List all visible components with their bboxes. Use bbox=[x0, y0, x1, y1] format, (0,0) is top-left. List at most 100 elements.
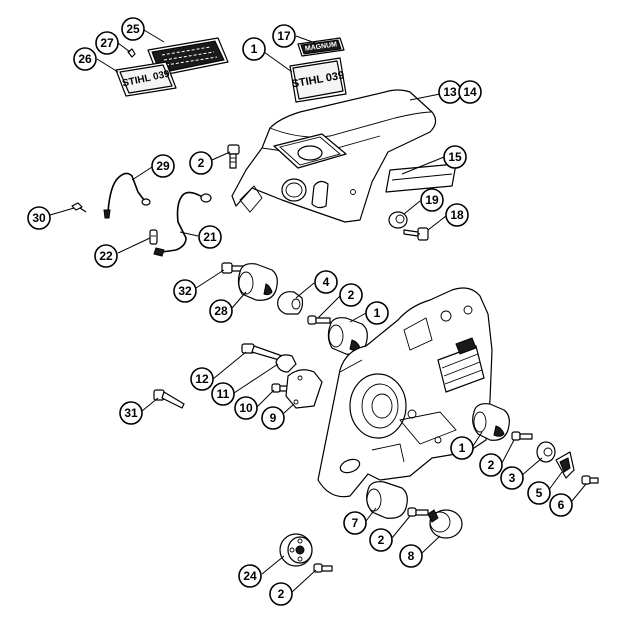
svg-text:25: 25 bbox=[126, 22, 140, 36]
svg-text:13: 13 bbox=[443, 85, 457, 99]
plug-cap bbox=[427, 509, 463, 539]
svg-text:24: 24 bbox=[243, 569, 257, 583]
callout-32: 32 bbox=[173, 279, 197, 303]
svg-text:9: 9 bbox=[270, 411, 277, 425]
annular-buffer-top bbox=[237, 263, 278, 301]
callout-31: 31 bbox=[119, 401, 143, 425]
plate-pin bbox=[127, 48, 136, 58]
buffer-stop-right bbox=[555, 451, 575, 479]
callout-25: 25 bbox=[121, 17, 145, 41]
callout-29: 29 bbox=[151, 154, 175, 178]
sleeve-and-screw bbox=[388, 211, 429, 241]
housing-screw-lower bbox=[153, 389, 185, 409]
magnum-plate: MAGNUM bbox=[297, 37, 345, 57]
ignition-lead bbox=[153, 191, 212, 257]
annular-buffer-lower bbox=[366, 481, 408, 519]
svg-text:12: 12 bbox=[195, 372, 209, 386]
annular-buffer-mid bbox=[327, 317, 368, 355]
svg-text:18: 18 bbox=[450, 208, 464, 222]
svg-text:31: 31 bbox=[124, 406, 138, 420]
retaining-clip bbox=[275, 354, 297, 373]
callout-4: 4 bbox=[314, 270, 338, 294]
cover-strip bbox=[385, 163, 457, 193]
svg-text:17: 17 bbox=[277, 29, 291, 43]
callout-10: 10 bbox=[234, 396, 258, 420]
svg-text:2: 2 bbox=[278, 587, 285, 601]
model-plate-left: STIHL 039 bbox=[115, 61, 177, 97]
cover-screw-bottom bbox=[313, 563, 333, 573]
svg-text:1: 1 bbox=[459, 441, 466, 455]
wire-screw-small bbox=[71, 202, 87, 213]
callout-3: 3 bbox=[500, 466, 524, 490]
annular-buffer-right bbox=[472, 403, 510, 441]
callout-2-plug-screw: 2 bbox=[369, 528, 393, 552]
model-plate-top: STIHL 039 bbox=[289, 57, 347, 103]
shroud-cover bbox=[231, 89, 437, 223]
callout-22: 22 bbox=[94, 244, 118, 268]
svg-text:11: 11 bbox=[217, 387, 230, 401]
svg-text:4: 4 bbox=[323, 275, 330, 289]
svg-text:2: 2 bbox=[198, 156, 205, 170]
svg-text:2: 2 bbox=[378, 533, 385, 547]
cover-plate-screw bbox=[271, 383, 289, 393]
svg-text:28: 28 bbox=[214, 304, 228, 318]
svg-text:2: 2 bbox=[348, 288, 355, 302]
svg-text:6: 6 bbox=[558, 498, 565, 512]
svg-text:14: 14 bbox=[463, 85, 477, 99]
callout-14: 14 bbox=[458, 80, 482, 104]
callout-1-buffer-mid: 1 bbox=[365, 301, 389, 325]
lead-contact bbox=[149, 229, 158, 245]
callout-19: 19 bbox=[420, 188, 444, 212]
svg-text:29: 29 bbox=[156, 159, 170, 173]
svg-text:15: 15 bbox=[448, 150, 462, 164]
callout-9: 9 bbox=[261, 406, 285, 430]
svg-text:26: 26 bbox=[78, 52, 92, 66]
svg-text:21: 21 bbox=[203, 230, 217, 244]
cover-screw bbox=[227, 144, 240, 169]
svg-text:27: 27 bbox=[100, 36, 114, 50]
callout-21: 21 bbox=[198, 225, 222, 249]
svg-text:30: 30 bbox=[32, 211, 46, 225]
svg-text:5: 5 bbox=[536, 486, 543, 500]
stop-screw bbox=[581, 475, 599, 485]
callout-28: 28 bbox=[209, 299, 233, 323]
svg-text:10: 10 bbox=[239, 401, 253, 415]
buffer-screw-top bbox=[221, 262, 245, 274]
callout-2-buffer-screw: 2 bbox=[339, 283, 363, 307]
buffer-stop bbox=[277, 291, 304, 315]
svg-text:1: 1 bbox=[251, 42, 258, 56]
svg-text:3: 3 bbox=[509, 471, 516, 485]
callout-27: 27 bbox=[95, 31, 119, 55]
callout-30: 30 bbox=[27, 206, 51, 230]
svg-text:1: 1 bbox=[374, 306, 381, 320]
callout-26: 26 bbox=[73, 47, 97, 71]
svg-text:19: 19 bbox=[425, 193, 439, 207]
plug-screw bbox=[407, 507, 429, 517]
buffer-screw-right bbox=[511, 431, 533, 441]
callout-5: 5 bbox=[527, 481, 551, 505]
magnum-plate-text: MAGNUM bbox=[305, 41, 338, 52]
callout-15: 15 bbox=[443, 145, 467, 169]
callout-2-cover-screw: 2 bbox=[189, 151, 213, 175]
svg-text:32: 32 bbox=[178, 284, 192, 298]
buffer-washer bbox=[536, 441, 556, 463]
ground-wire-short bbox=[103, 172, 151, 219]
callout-1-buffer-right: 1 bbox=[450, 436, 474, 460]
callout-7: 7 bbox=[343, 511, 367, 535]
callout-1-plate: 1 bbox=[242, 37, 266, 61]
cover-plate bbox=[285, 369, 323, 409]
svg-text:22: 22 bbox=[99, 249, 113, 263]
callout-2-buffer-right-screw: 2 bbox=[479, 453, 503, 477]
svg-text:8: 8 bbox=[408, 549, 415, 563]
round-cover bbox=[279, 533, 313, 567]
callout-12: 12 bbox=[190, 367, 214, 391]
svg-text:2: 2 bbox=[488, 458, 495, 472]
crankcase-housing bbox=[317, 287, 493, 498]
callout-18: 18 bbox=[445, 203, 469, 227]
callout-2-cover-bottom-screw: 2 bbox=[269, 582, 293, 606]
callout-24: 24 bbox=[238, 564, 262, 588]
callout-8: 8 bbox=[399, 544, 423, 568]
callout-17: 17 bbox=[272, 24, 296, 48]
leader-lines bbox=[49, 29, 587, 593]
